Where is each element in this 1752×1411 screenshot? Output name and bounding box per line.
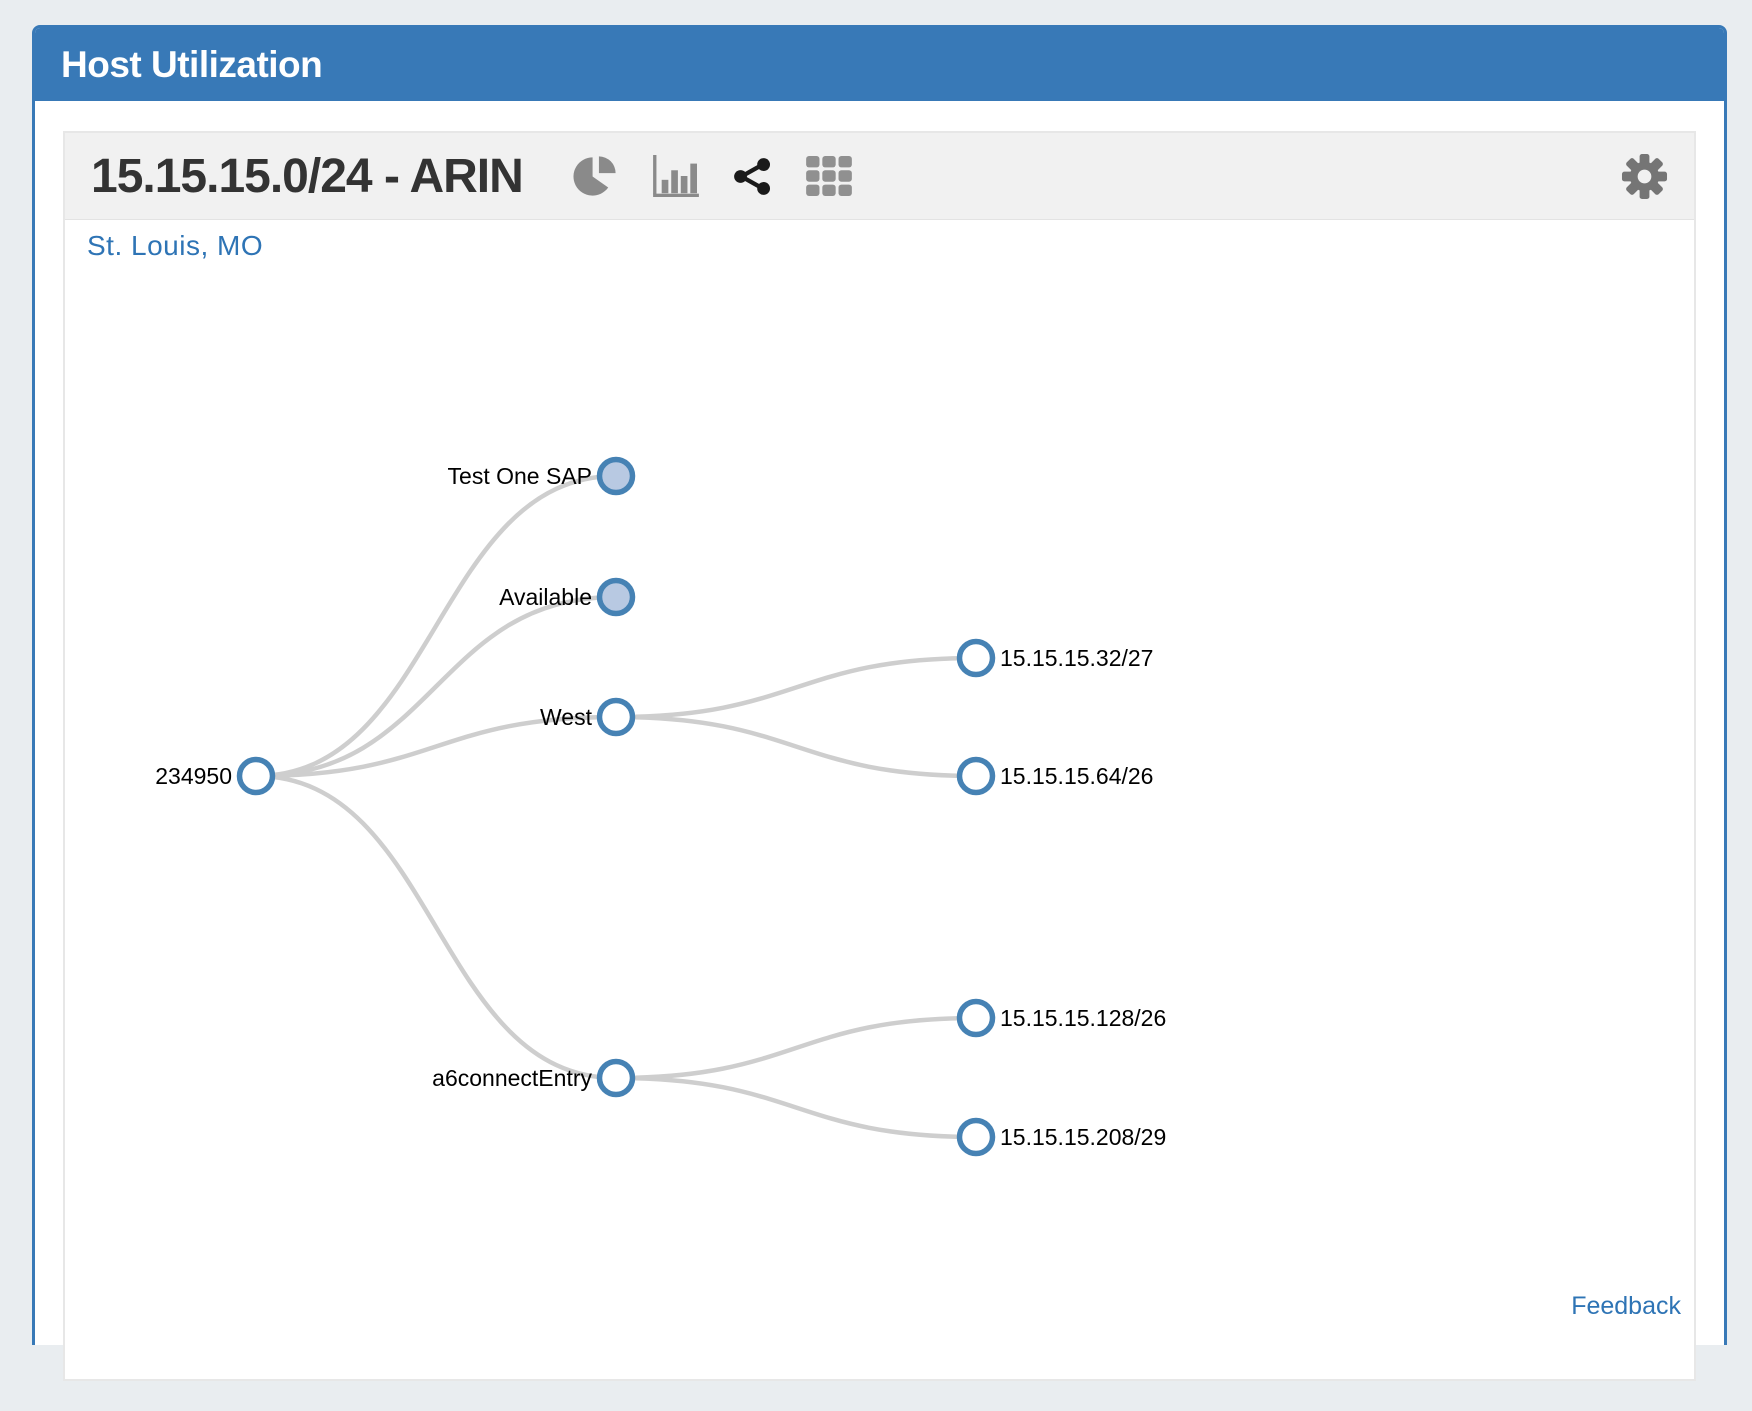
- gear-icon[interactable]: [1621, 153, 1668, 200]
- widget-title: 15.15.15.0/24 - ARIN: [91, 149, 524, 203]
- tree-node-a6connectEntry[interactable]: [596, 1058, 636, 1098]
- tree-link: [255, 473, 617, 779]
- grid-icon[interactable]: [805, 156, 852, 196]
- tree-link: [615, 1015, 977, 1081]
- tree-link: [255, 594, 617, 779]
- tree-node-net-64-26[interactable]: [956, 756, 996, 796]
- view-toolbar: [573, 153, 852, 200]
- tree-node-label-net-128-26: 15.15.15.128/26: [1000, 1005, 1166, 1031]
- pie-chart-icon[interactable]: [573, 153, 620, 200]
- tree-node-label-net-64-26: 15.15.15.64/26: [1000, 763, 1153, 789]
- feedback-link[interactable]: Feedback: [1571, 1292, 1681, 1320]
- tree-node-net-208-29[interactable]: [956, 1117, 996, 1157]
- share-tree-icon[interactable]: [732, 156, 773, 197]
- tree-node-net-32-27[interactable]: [956, 638, 996, 678]
- panel-header: Host Utilization: [35, 28, 1724, 101]
- tree-link: [615, 714, 977, 779]
- tree-node-label-test-one-sap: Test One SAP: [448, 463, 592, 489]
- tree-node-label-available: Available: [499, 584, 592, 610]
- tree-link: [615, 1075, 977, 1140]
- tree-node-net-128-26[interactable]: [956, 998, 996, 1038]
- tree-node-label-net-208-29: 15.15.15.208/29: [1000, 1124, 1166, 1150]
- widget-header: 15.15.15.0/24 - ARIN: [65, 133, 1694, 220]
- panel-title: Host Utilization: [61, 44, 323, 85]
- host-utilization-panel: Host Utilization 15.15.15.0/24 - ARIN: [32, 25, 1727, 1381]
- tree-link: [255, 714, 617, 779]
- tree-node-label-net-32-27: 15.15.15.32/27: [1000, 645, 1153, 671]
- tree-link: [255, 773, 617, 1081]
- utilization-widget: 15.15.15.0/24 - ARIN: [63, 131, 1696, 1381]
- location-link[interactable]: St. Louis, MO: [87, 230, 264, 261]
- tree-node-label-west: West: [540, 704, 593, 730]
- tree-canvas: St. Louis, MO 234950 Test One SAP Availabl…: [65, 220, 1694, 1380]
- tree-node-available[interactable]: [596, 577, 636, 617]
- bar-chart-icon[interactable]: [652, 155, 699, 197]
- panel-body: 15.15.15.0/24 - ARIN: [35, 101, 1724, 1411]
- tree-node-west[interactable]: [596, 697, 636, 737]
- tree-node-root[interactable]: [236, 756, 276, 796]
- tree-node-label-root: 234950: [155, 763, 232, 789]
- tree-node-test-one-sap[interactable]: [596, 456, 636, 496]
- tree-node-label-a6connectEntry: a6connectEntry: [432, 1065, 592, 1091]
- tree-link: [615, 655, 977, 720]
